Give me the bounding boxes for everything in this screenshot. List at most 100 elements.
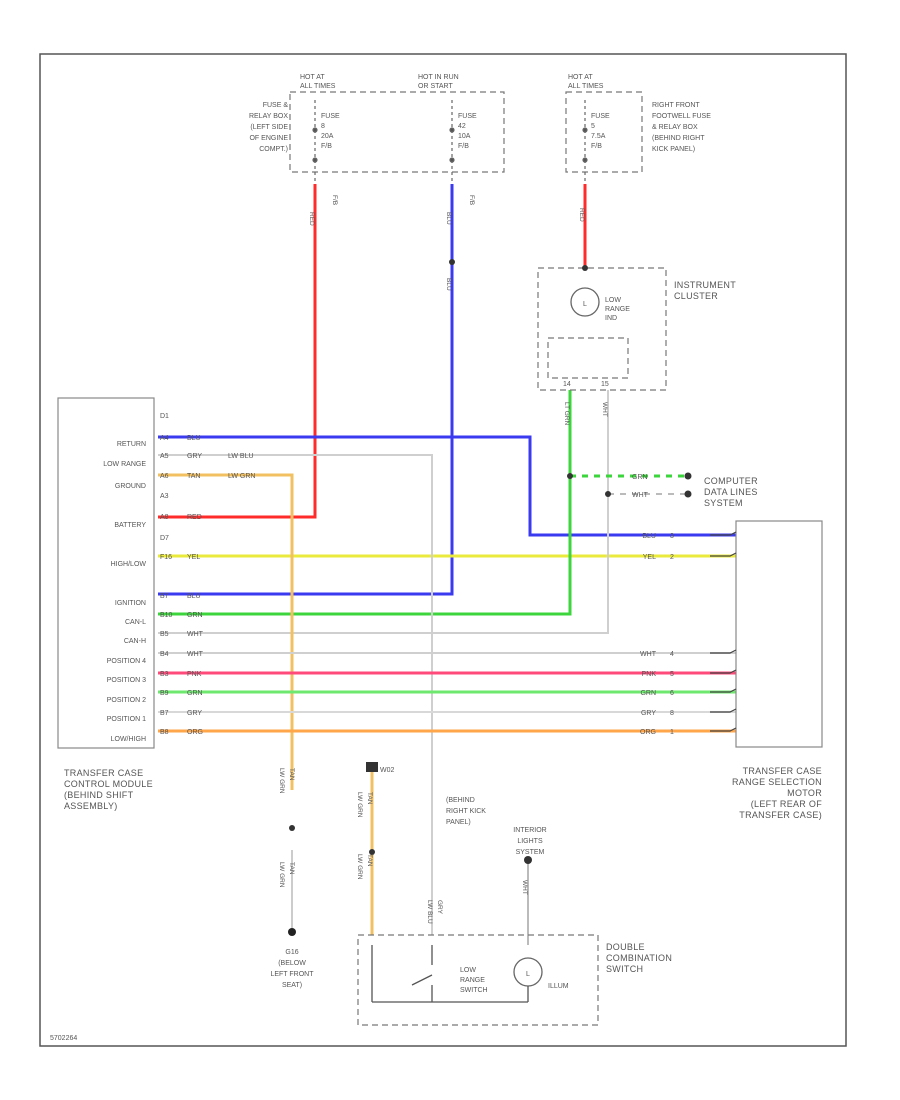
wire-blu-return — [158, 435, 736, 537]
fuse-label-mid: F/B — [458, 143, 469, 150]
module-pin-label: BATTERY — [114, 522, 146, 529]
fuse-box-right-desc: (BEHIND RIGHT — [652, 135, 705, 142]
splice-dots — [289, 259, 692, 864]
low-range-ind-label: IND — [605, 315, 617, 322]
wire-blu-ignition — [158, 184, 454, 596]
module-pin-label: POSITION 1 — [107, 716, 146, 723]
hot-label-right: HOT AT — [568, 74, 593, 81]
fuse-label-mid: 10A — [458, 133, 471, 140]
hot-label-mid: HOT IN RUN — [418, 74, 459, 81]
motor-pin-num: 2 — [670, 554, 674, 561]
switch-wire-label2: GRY — [436, 900, 443, 915]
module-wire-color: GRY — [187, 710, 202, 717]
module-pin-label: LOW/HIGH — [111, 736, 146, 743]
wire-label-blu: BLU — [445, 212, 452, 225]
selection-motor-name: RANGE SELECTION — [732, 777, 822, 787]
module-pin-num: B7 — [160, 710, 169, 717]
ground-wire1-label: LW GRN — [278, 768, 285, 794]
motor-pin-num: 6 — [670, 690, 674, 697]
fuse-box-left-desc: (LEFT SIDE — [250, 124, 288, 131]
module-pin-label: RETURN — [117, 441, 146, 448]
motor-wire-color: GRN — [640, 690, 656, 697]
transfer-case-selection-motor — [735, 520, 823, 748]
selection-motor-name: MOTOR — [787, 788, 822, 798]
module-name: (BEHIND SHIFT — [64, 790, 134, 800]
fuse-label-left: FUSE — [321, 113, 340, 120]
illum-label: ILLUM — [548, 983, 569, 990]
low-range-switch-label: RANGE — [460, 977, 485, 984]
computer-data-lines-label: DATA LINES — [704, 487, 758, 497]
motor-wire-color: YEL — [643, 554, 656, 561]
module-wire-secondary: LW BLU — [228, 453, 254, 460]
instrument-cluster-label: CLUSTER — [674, 291, 718, 301]
motor-wire-color: GRY — [641, 710, 656, 717]
ground-symbol — [288, 928, 296, 936]
kick-panel-ref: W02 — [380, 767, 395, 774]
wire-label-blu2: BLU — [445, 278, 452, 291]
wire-label-red-cluster: RED — [578, 208, 585, 222]
module-pin-num: B3 — [160, 671, 169, 678]
double-combination-switch-label: COMBINATION — [606, 953, 672, 963]
svg-text:L: L — [583, 301, 587, 308]
module-wire-secondary: LW GRN — [228, 473, 255, 480]
cluster-inner-box — [547, 337, 629, 379]
module-wire-color: RED — [187, 514, 202, 521]
computer-data-lines-label: COMPUTER — [704, 476, 758, 486]
low-range-ind-lamp: L — [570, 287, 600, 317]
fuse-box-right-desc: FOOTWELL FUSE — [652, 113, 711, 120]
module-wire-color: BLU — [187, 435, 201, 442]
selection-motor-name: TRANSFER CASE) — [739, 810, 822, 820]
wire-tan-ground — [158, 473, 294, 790]
svg-text:L: L — [526, 971, 530, 978]
instrument-cluster-label: INSTRUMENT — [674, 280, 736, 290]
module-name: CONTROL MODULE — [64, 779, 153, 789]
low-range-ind-label: RANGE — [605, 306, 630, 313]
selection-motor-name: (LEFT REAR OF — [751, 799, 822, 809]
fuse-label-left: F/B — [321, 143, 332, 150]
motor-wire-color: ORG — [640, 729, 656, 736]
ground-wire2-label-b: TAN — [288, 862, 295, 875]
module-pin-label: IGNITION — [115, 600, 146, 607]
fuse-box-left-desc: FUSE & — [263, 102, 289, 109]
module-wire-color: GRY — [187, 453, 202, 460]
fuse-boxes — [289, 91, 667, 1026]
module-pin-num: B7 — [160, 593, 169, 600]
motor-connector-pins — [710, 531, 737, 732]
fuse-symbols — [312, 100, 588, 184]
fuse-box-left — [289, 91, 505, 173]
module-wire-color: WHT — [187, 651, 204, 658]
low-range-switch-label: SWITCH — [460, 987, 488, 994]
interior-lights-label: SYSTEM — [516, 849, 545, 856]
module-pin-num: A5 — [160, 453, 169, 460]
module-pin-label: GROUND — [115, 483, 146, 490]
wire-wht-canh — [158, 390, 609, 634]
motor-wire-color: BLU — [642, 533, 656, 540]
ground-label: (BELOW — [278, 960, 306, 967]
data-line-wht-label: WHT — [632, 492, 649, 499]
fuse-label-mid: FUSE — [458, 113, 477, 120]
module-pin-num: A4 — [160, 435, 169, 442]
fuse-label-right: FUSE — [591, 113, 610, 120]
wires — [158, 184, 736, 945]
module-pin-label: HIGH/LOW — [111, 561, 147, 568]
module-wire-color: PNK — [187, 671, 202, 678]
interior-lights-label: LIGHTS — [517, 838, 543, 845]
kick-panel-label: RIGHT KICK — [446, 808, 486, 815]
cluster-pin-14: 14 — [563, 381, 571, 388]
low-range-switch-label: LOW — [460, 967, 476, 974]
transfer-case-control-module — [57, 397, 155, 749]
module-pin-label: CAN-H — [124, 638, 146, 645]
wire-label-wht: WHT — [601, 402, 608, 417]
interior-lights-wire: WHT — [521, 880, 528, 895]
module-name: TRANSFER CASE — [64, 768, 143, 778]
motor-pin-num: 8 — [670, 710, 674, 717]
motor-wire-color: PNK — [642, 671, 657, 678]
illum-lamp: L — [513, 957, 543, 987]
data-line-grn-label: GRN — [632, 474, 648, 481]
wire-label-ltgrn: LT GRN — [563, 402, 570, 426]
module-wire-color: WHT — [187, 631, 204, 638]
hot-label-left: ALL TIMES — [300, 83, 336, 90]
fuse-box-right-desc: & RELAY BOX — [652, 124, 698, 131]
double-combination-switch-label: DOUBLE — [606, 942, 645, 952]
